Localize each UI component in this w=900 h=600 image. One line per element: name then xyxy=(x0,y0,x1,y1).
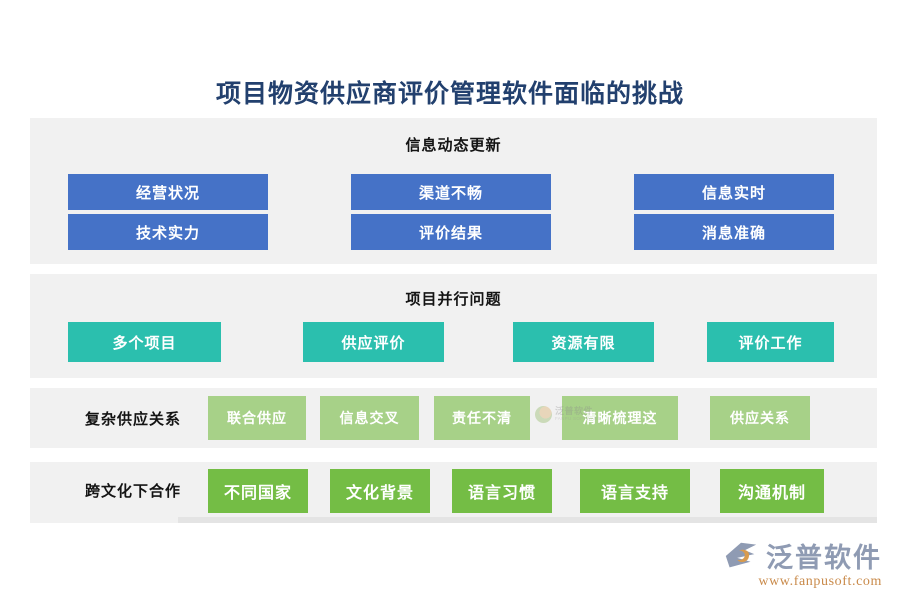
panel-bottom-strip xyxy=(178,517,877,523)
chip-label: 信息交叉 xyxy=(339,410,400,426)
brand-url: www.fanpusoft.com xyxy=(758,574,882,589)
chip-yuyan-zhichi[interactable]: 语言支持 xyxy=(580,469,690,513)
section-panel-cross-culture-cooperation: 跨文化下合作 不同国家 文化背景 语言习惯 语言支持 沟通机制 xyxy=(30,462,877,523)
row-label-complex-supply-relations: 复杂供应关系 xyxy=(84,410,181,428)
chip-label: 渠道不畅 xyxy=(418,184,483,202)
brand-logo: 泛普软件 www.fanpusoft.com xyxy=(722,536,882,590)
chip-xinxi-shishi[interactable]: 信息实时 xyxy=(634,174,834,210)
chip-label: 不同国家 xyxy=(223,485,292,502)
section-panel-info-dynamic-update: 信息动态更新 经营状况 渠道不畅 信息实时 技术实力 评价结果 消息准确 xyxy=(30,118,877,264)
section-panel-parallel-projects: 项目并行问题 多个项目 供应评价 资源有限 评价工作 xyxy=(30,274,877,378)
chip-wenhua-beijing[interactable]: 文化背景 xyxy=(330,469,430,513)
chip-lianhe-gongying[interactable]: 联合供应 xyxy=(208,396,306,440)
brand-name: 泛普软件 xyxy=(766,543,882,574)
chip-label: 评价工作 xyxy=(738,334,803,352)
chip-label: 清晰梳理这 xyxy=(582,410,658,426)
chip-qudao-buchang[interactable]: 渠道不畅 xyxy=(351,174,551,210)
chip-yuyan-xiguan[interactable]: 语言习惯 xyxy=(452,469,552,513)
chip-label: 供应关系 xyxy=(730,410,790,426)
row-label-cross-culture-cooperation: 跨文化下合作 xyxy=(84,482,181,500)
chip-zeren-buqing[interactable]: 责任不清 xyxy=(434,396,530,440)
chip-goutong-jizhi[interactable]: 沟通机制 xyxy=(720,469,824,513)
chip-label: 语言支持 xyxy=(600,485,669,502)
chip-label: 消息准确 xyxy=(701,224,766,242)
chip-ziyuan-youxian[interactable]: 资源有限 xyxy=(513,322,654,362)
chip-pingjia-jieguo[interactable]: 评价结果 xyxy=(351,214,551,250)
chip-label: 联合供应 xyxy=(227,410,287,426)
chip-label: 资源有限 xyxy=(551,334,616,352)
chip-label: 供应评价 xyxy=(341,334,406,352)
chip-butong-guojia[interactable]: 不同国家 xyxy=(208,469,308,513)
chip-label: 语言习惯 xyxy=(467,485,536,502)
chip-label: 评价结果 xyxy=(418,224,483,242)
chip-jishu-shili[interactable]: 技术实力 xyxy=(68,214,268,250)
chip-gongying-guanxi[interactable]: 供应关系 xyxy=(710,396,810,440)
chip-label: 沟通机制 xyxy=(737,485,806,502)
chip-gongying-pingjia[interactable]: 供应评价 xyxy=(303,322,444,362)
chip-label: 文化背景 xyxy=(345,485,414,502)
section-heading-parallel-projects: 项目并行问题 xyxy=(405,291,502,308)
chip-duoge-xiangmu[interactable]: 多个项目 xyxy=(68,322,221,362)
chip-label: 信息实时 xyxy=(701,184,766,202)
section-heading-info-dynamic-update: 信息动态更新 xyxy=(405,137,502,154)
chip-pingjia-gongzuo[interactable]: 评价工作 xyxy=(707,322,834,362)
fanpu-logo-icon xyxy=(535,406,552,423)
chip-label: 多个项目 xyxy=(112,334,177,352)
chip-qingxi-shuli-zhe[interactable]: 清晰梳理这 xyxy=(562,396,678,440)
chip-label: 责任不清 xyxy=(452,410,512,426)
section-panel-complex-supply-relations: 复杂供应关系 联合供应 信息交叉 责任不清 清晰梳理这 供应关系 泛普软件 FA… xyxy=(30,388,877,448)
chip-label: 经营状况 xyxy=(135,184,200,202)
chip-xiaoxi-zhunque[interactable]: 消息准确 xyxy=(634,214,834,250)
page-title: 项目物资供应商评价管理软件面临的挑战 xyxy=(215,80,684,108)
chip-label: 技术实力 xyxy=(135,224,200,242)
chip-xinxi-jiaocha[interactable]: 信息交叉 xyxy=(320,396,419,440)
fanpu-logo-icon xyxy=(722,537,760,575)
chip-jingying-zhuangkuang[interactable]: 经营状况 xyxy=(68,174,268,210)
